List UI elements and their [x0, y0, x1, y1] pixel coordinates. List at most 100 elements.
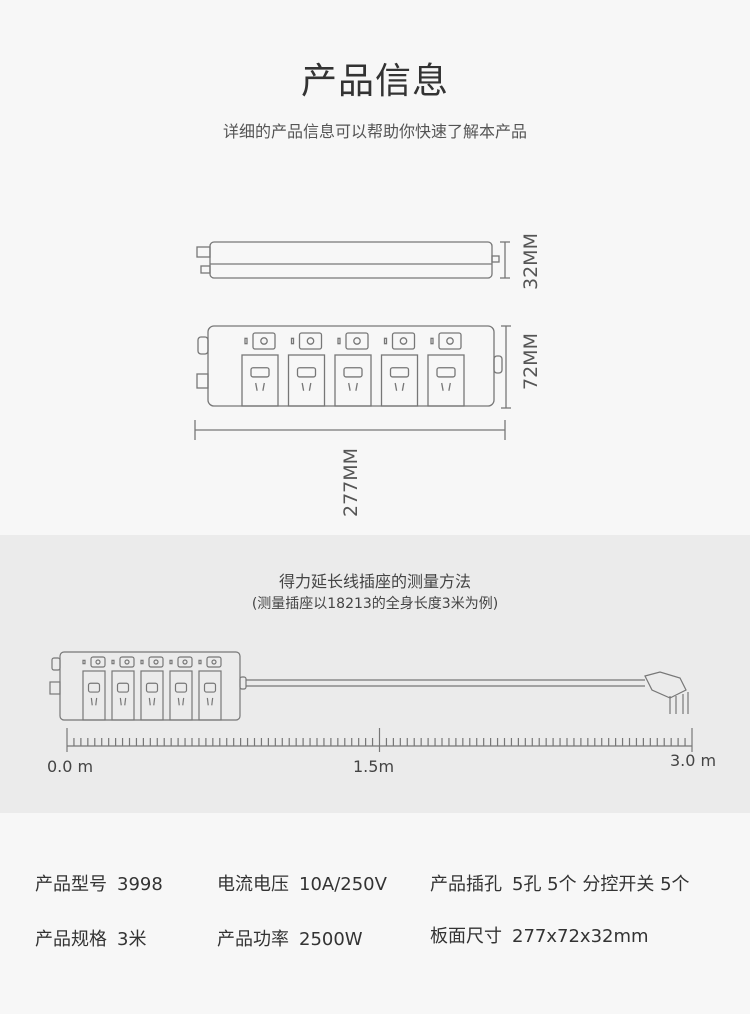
spec-label: 板面尺寸	[430, 926, 502, 947]
power-icon	[353, 337, 361, 345]
dimension-diagram	[194, 241, 511, 440]
switch-button	[206, 656, 222, 668]
socket-holes	[436, 367, 456, 378]
spec-label: 产品插孔	[430, 874, 502, 895]
socket	[169, 670, 193, 721]
socket-pin	[262, 382, 265, 391]
power-icon	[446, 337, 454, 345]
outlet	[287, 332, 326, 407]
switch-button	[90, 656, 106, 668]
socket-pin	[206, 697, 209, 706]
socket	[111, 670, 135, 721]
outlet	[427, 332, 465, 407]
socket-pin	[211, 697, 214, 706]
spec-length: 产品规格 3米	[35, 925, 146, 951]
indicator-light	[383, 337, 388, 345]
socket	[287, 354, 326, 407]
indicator-light	[198, 659, 202, 665]
indicator-light	[244, 337, 248, 345]
socket-pin	[355, 382, 358, 391]
power-cord	[246, 679, 645, 687]
switch-button	[119, 656, 135, 668]
socket-holes	[203, 682, 217, 693]
ruler-label-end: 3.0 m	[670, 751, 717, 770]
socket	[241, 354, 279, 407]
width-label: 72MM	[520, 333, 542, 390]
socket-pin	[119, 697, 122, 706]
power-icon	[306, 337, 315, 345]
spec-value: 3米	[117, 929, 147, 950]
socket-holes	[116, 682, 130, 693]
indicator-light	[290, 337, 295, 345]
socket-pin	[394, 382, 398, 391]
socket-pin	[177, 697, 180, 706]
spec-panel-size: 板面尺寸 277x72x32mm	[430, 922, 649, 948]
measure-subtitle: (测量插座以18213的全身长度3米为例)	[251, 596, 499, 612]
front-view	[194, 325, 511, 440]
socket-pin	[182, 697, 185, 706]
socket-pin	[448, 382, 451, 391]
socket-pin	[401, 382, 405, 391]
power-icon	[182, 659, 188, 665]
switch-button	[391, 332, 416, 350]
indicator-light	[111, 659, 115, 665]
page-subtitle: 详细的产品信息可以帮助你快速了解本产品	[222, 122, 527, 141]
socket-pin	[90, 697, 93, 706]
outlet	[334, 332, 372, 407]
switch-button	[148, 656, 164, 668]
plug-icon	[644, 671, 689, 714]
socket-pin	[255, 382, 258, 391]
socket-pin	[348, 382, 351, 391]
socket	[427, 354, 465, 407]
socket	[198, 670, 222, 721]
spec-voltage: 电流电压 10A/250V	[217, 870, 387, 896]
length-label: 277MM	[340, 447, 362, 517]
ruler-label-mid: 1.5m	[353, 757, 395, 776]
power-icon	[153, 659, 159, 665]
socket-pin	[95, 697, 98, 706]
socket-pin	[301, 382, 305, 391]
outlet	[169, 656, 193, 721]
indicator-light	[430, 337, 434, 345]
power-icon	[95, 659, 101, 665]
measure-diagram	[49, 651, 693, 752]
socket	[82, 670, 106, 721]
socket	[380, 354, 419, 407]
outlet	[111, 656, 135, 721]
side-view	[196, 241, 510, 279]
spec-label: 产品型号	[35, 874, 107, 895]
spec-outlets: 产品插孔 5孔 5个 分控开关 5个	[430, 870, 690, 896]
socket	[334, 354, 372, 407]
socket-holes	[389, 367, 410, 378]
spec-model: 产品型号 3998	[35, 870, 163, 896]
spec-label: 电流电压	[217, 874, 289, 895]
indicator-light	[82, 659, 86, 665]
spec-value: 10A/250V	[299, 874, 387, 895]
spec-value: 3998	[117, 874, 163, 895]
outlet	[140, 656, 164, 721]
outlet	[198, 656, 222, 721]
socket	[140, 670, 164, 721]
socket-holes	[343, 367, 363, 378]
spec-label: 产品规格	[35, 929, 107, 950]
switch-button	[345, 332, 369, 350]
socket-pin	[148, 697, 151, 706]
measure-section	[0, 535, 750, 813]
outlet	[380, 332, 419, 407]
spec-value: 2500W	[299, 929, 363, 950]
power-icon	[124, 659, 130, 665]
socket-pin	[441, 382, 444, 391]
socket-pin	[153, 697, 156, 706]
switch-button	[252, 332, 276, 350]
power-icon	[399, 337, 408, 345]
socket-holes	[174, 682, 188, 693]
spec-value: 277x72x32mm	[512, 926, 649, 947]
indicator-light	[169, 659, 173, 665]
socket-holes	[296, 367, 317, 378]
switch-button	[177, 656, 193, 668]
switch-button	[298, 332, 323, 350]
spec-value: 5孔 5个 分控开关 5个	[512, 874, 690, 895]
height-label: 32MM	[520, 233, 542, 290]
outlet	[82, 656, 106, 721]
